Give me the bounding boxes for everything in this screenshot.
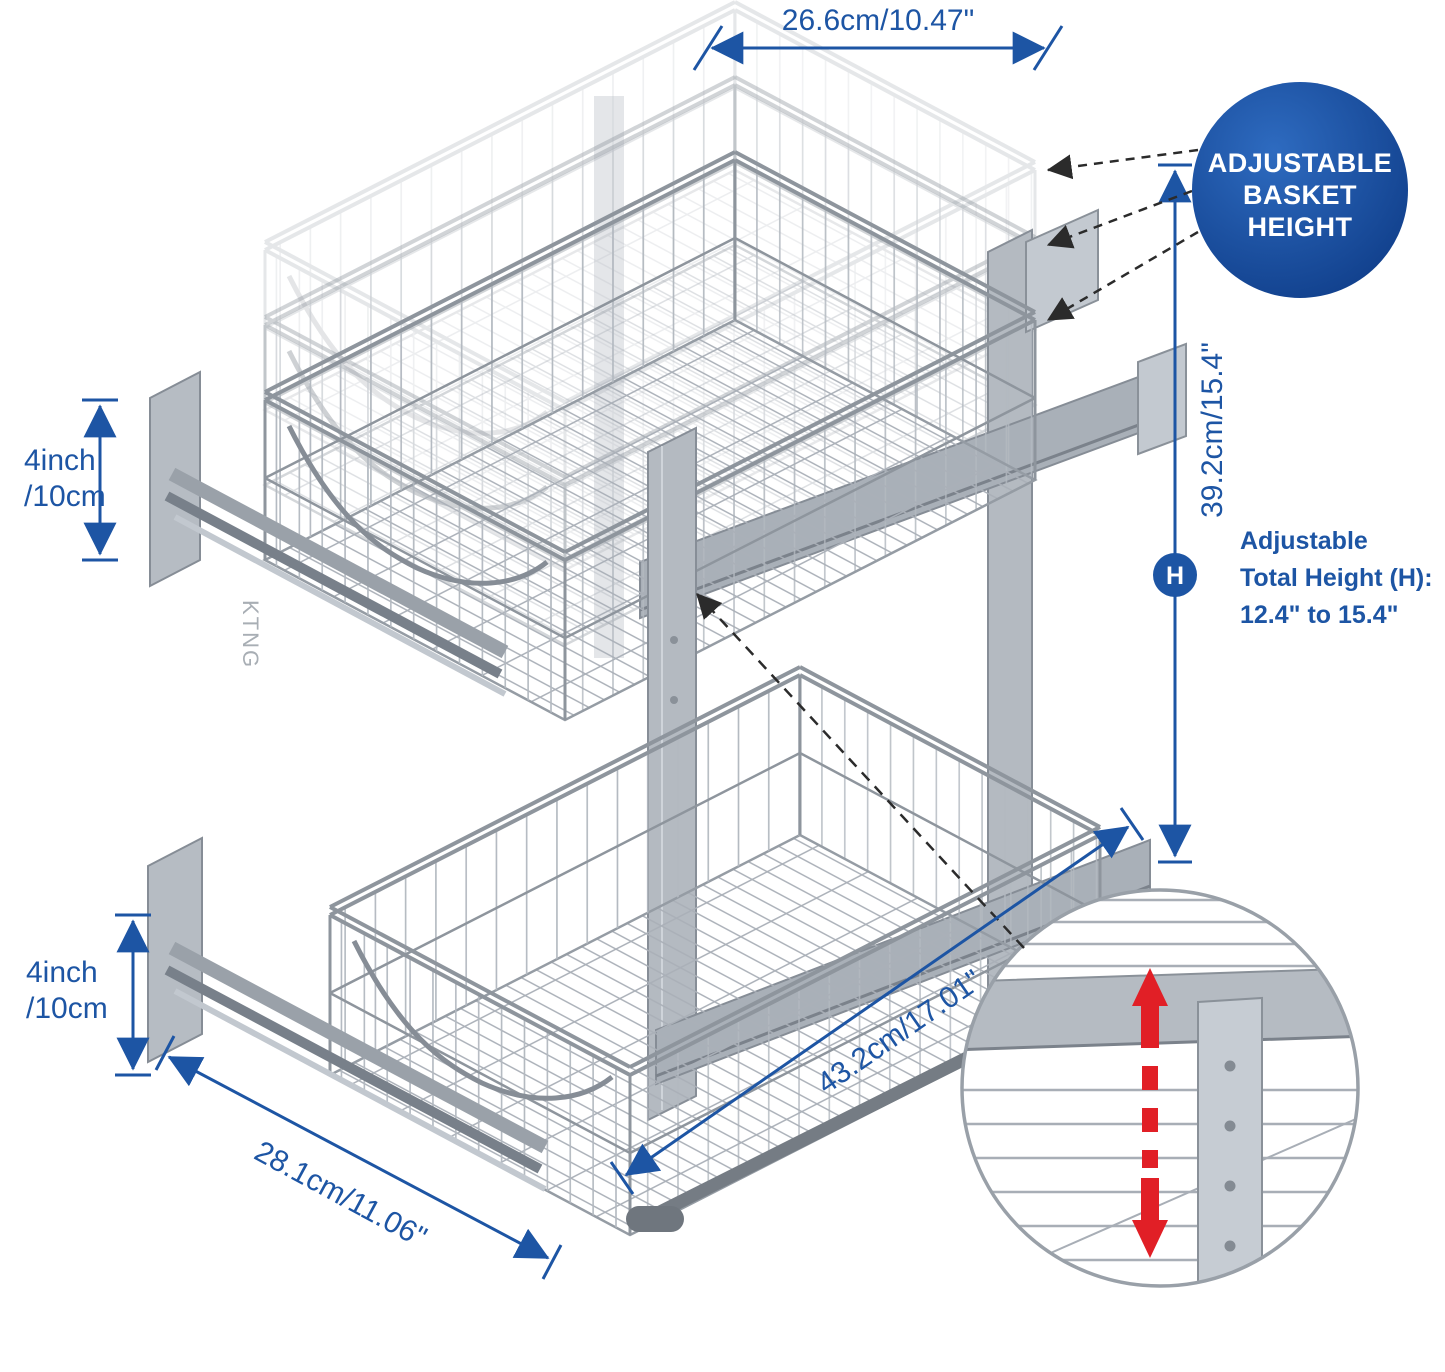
bottom-width-label: 28.1cm/11.06" (249, 1135, 432, 1255)
badge-line1: ADJUSTABLE (1208, 148, 1393, 178)
upper-basket-height-line2: /10cm (24, 480, 106, 513)
red-up-arrow (1132, 968, 1168, 1006)
upper-slide-rail (149, 370, 509, 697)
dim-top-width: 26.6cm/10.47" (692, 4, 1064, 71)
adjustable-note-line3: 12.4" to 15.4" (1240, 601, 1399, 629)
red-down-arrow (1132, 1220, 1168, 1258)
inset-post (1197, 996, 1263, 1286)
dim-upper-basket-height: 4inch /10cm (24, 398, 118, 562)
dimension-annotations: 26.6cm/10.47" 4inch /10cm 4inch /10cm 39… (24, 4, 1433, 1280)
lower-basket-height-line1: 4inch (26, 956, 98, 989)
height-adjust-arrows (1132, 968, 1168, 1258)
adjustable-basket-height-badge: ADJUSTABLE BASKET HEIGHT (1192, 82, 1408, 298)
badge-line3: HEIGHT (1247, 212, 1352, 242)
top-width-label: 26.6cm/10.47" (782, 4, 974, 37)
dim-total-height: 39.2cm/15.4" H Adjustable Total Height (… (1153, 163, 1433, 864)
dashed-arrow-top-level (1046, 148, 1199, 180)
adjustable-note-line2: Total Height (H): (1240, 564, 1433, 592)
adjustable-note-line1: Adjustable (1240, 527, 1368, 555)
dim-lower-basket-height: 4inch /10cm (26, 913, 151, 1077)
dashed-arrow-low-level (1046, 230, 1199, 322)
badge-line2: BASKET (1243, 180, 1357, 210)
dashed-arrow-mid-level (1046, 189, 1193, 249)
height-marker-badge (1153, 553, 1197, 597)
basket-level-dashed-arrows (1046, 148, 1199, 322)
lower-basket-height-line2: /10cm (26, 992, 108, 1025)
total-height-label: 39.2cm/15.4" (1196, 342, 1229, 518)
height-marker-label: H (1166, 562, 1184, 590)
brand-watermark: KTNG (238, 600, 263, 669)
upper-basket-height-line1: 4inch (24, 444, 96, 477)
